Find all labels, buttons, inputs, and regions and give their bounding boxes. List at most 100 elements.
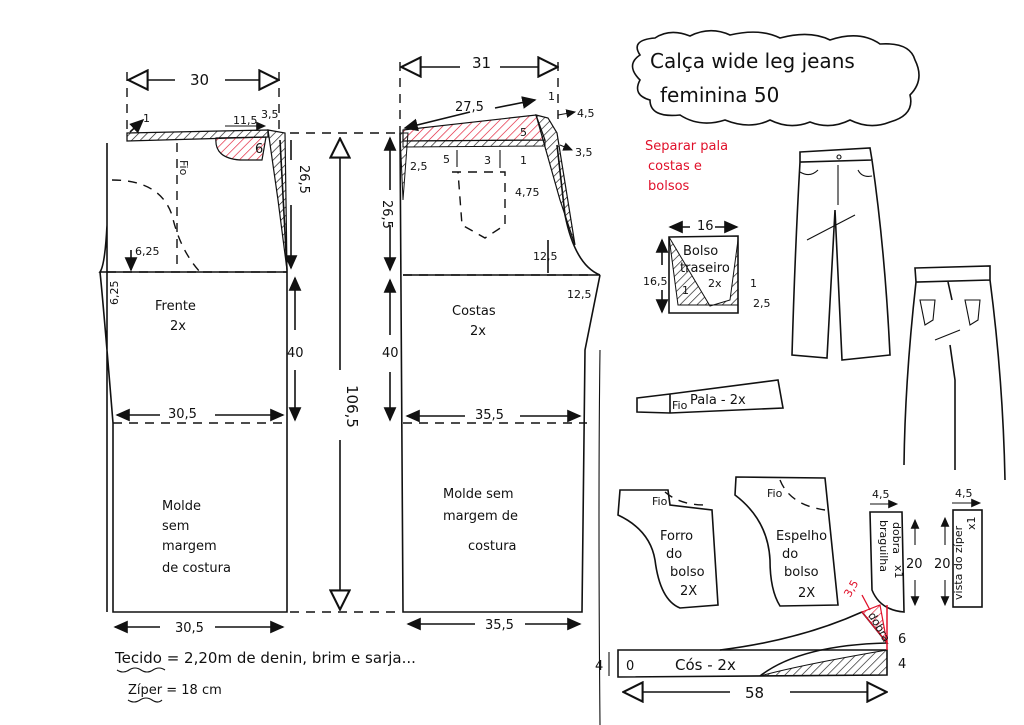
front-rise: 26,5 — [296, 165, 311, 194]
back-note-line: Molde sem — [443, 487, 514, 502]
back-pocket-piece: 16 Bolso traseiro 2x 16,5 1 1 2,5 — [643, 219, 771, 314]
back-m1b: 1 — [520, 154, 527, 167]
waistband-length: 58 — [745, 684, 764, 702]
pocket-lining-name: Forro — [660, 529, 693, 544]
back-pocket-height: 16,5 — [643, 275, 668, 288]
front-crotch-ext: 6,25 — [108, 281, 121, 306]
back-knee-width: 35,5 — [475, 408, 504, 423]
total-length: 106,5 — [343, 385, 361, 428]
back-qty: 2x — [470, 324, 486, 339]
front-name: Frente — [155, 299, 196, 314]
zip-guard-qty: x1 — [965, 516, 978, 530]
back-m4-5: 4,5 — [577, 107, 595, 120]
title-line1: Calça wide leg jeans — [650, 49, 855, 73]
back-rise: 26,5 — [379, 200, 394, 229]
front-note-line: Molde — [162, 499, 201, 514]
back-top-width: 31 — [472, 54, 491, 72]
pocket-facing-name: Espelho — [776, 529, 827, 544]
front-m3-5: 3,5 — [261, 108, 279, 121]
back-m2-5: 2,5 — [410, 160, 428, 173]
title-cloud: Calça wide leg jeans feminina 50 — [631, 29, 920, 127]
back-m1: 1 — [548, 90, 555, 103]
zip-guard-width: 4,5 — [955, 487, 973, 500]
back-crotch-ext: 12,5 — [567, 288, 592, 301]
pocket-lining-piece: Fio Forro do bolso 2X — [617, 489, 719, 609]
yoke-name: Pala - 2x — [690, 393, 746, 408]
front-hem-width: 30,5 — [175, 621, 204, 636]
back-m4-75: 4,75 — [515, 186, 540, 199]
back-m5: 5 — [520, 126, 527, 139]
zip-guard-length: 20 — [934, 557, 951, 572]
back-pocket-m1: 1 — [682, 284, 689, 297]
back-note-line: costura — [468, 539, 517, 554]
pocket-lining-name: do — [666, 547, 682, 562]
waistband-fold: dobra — [865, 610, 892, 644]
red-note-line: bolsos — [648, 179, 690, 194]
front-knee-length: 40 — [287, 346, 304, 361]
fly-fold: dobra — [890, 522, 903, 554]
back-waist: 27,5 — [455, 100, 484, 115]
front-m1: 1 — [143, 112, 150, 125]
back-crotch-depth: 12,5 — [533, 250, 558, 263]
pocket-facing-piece: Fio Espelho do bolso 2X — [734, 476, 839, 607]
fabric-note: Tecido = 2,20m de denin, brim e sarja... — [114, 649, 416, 667]
waistband-height: 4 — [898, 657, 906, 672]
pocket-facing-name: bolso — [784, 565, 819, 580]
pocket-lining-qty: 2X — [680, 584, 697, 599]
red-note-line: costas e — [648, 159, 702, 174]
fly-width: 4,5 — [872, 488, 890, 501]
back-name: Costas — [452, 304, 496, 319]
front-piece: 30 6 1 11,5 3,5 Fio 6,25 6,25 26,5 40 Fr… — [98, 71, 311, 636]
jeans-front-sketch — [791, 147, 891, 361]
back-pocket-qty: 2x — [708, 277, 722, 290]
waistband-piece: 3,5 dobra 6 4 4 0 Cós - 2x 58 — [595, 578, 906, 702]
zip-guard-piece: 4,5 vista do zíper x1 20 — [934, 487, 983, 608]
back-knee-length: 40 — [382, 346, 399, 361]
front-crotch-depth: 6,25 — [135, 245, 160, 258]
back-pocket-hem: 2,5 — [753, 297, 771, 310]
waistband-height-left: 4 — [595, 659, 603, 674]
front-top-width: 30 — [190, 71, 209, 89]
front-knee-width: 30,5 — [168, 407, 197, 422]
yoke-grain: Fio — [672, 399, 688, 412]
back-pocket-width: 16 — [697, 219, 714, 234]
front-qty: 2x — [170, 319, 186, 334]
front-m6: 6 — [255, 142, 263, 157]
front-note-line: de costura — [162, 561, 231, 576]
back-pocket-name: Bolso — [683, 244, 718, 259]
fly-piece: 4,5 braguilha dobra x1 20 — [869, 488, 923, 613]
front-note-line: margem — [162, 539, 217, 554]
center-length: 106,5 — [290, 132, 400, 613]
back-m3-5: 3,5 — [575, 146, 593, 159]
front-grain-label: Fio — [177, 160, 190, 176]
waistband-name: Cós - 2x — [675, 656, 736, 674]
back-note-line: margem de — [443, 509, 518, 524]
pocket-lining-name: bolso — [670, 565, 705, 580]
jeans-back-sketch — [903, 265, 1006, 481]
pocket-lining-grain: Fio — [652, 495, 668, 508]
zip-guard-name: vista do zíper — [952, 525, 965, 600]
red-note-line: Separar pala — [645, 139, 728, 154]
title-line2: feminina 50 — [660, 83, 779, 107]
pocket-facing-name: do — [782, 547, 798, 562]
pocket-facing-qty: 2X — [798, 586, 815, 601]
back-piece: 31 27,5 1 4,5 5 3,5 2,5 5 3 1 4,75 26,5 … — [379, 54, 601, 633]
waistband-red-mark: 3,5 — [841, 578, 861, 600]
back-hem-width: 35,5 — [485, 618, 514, 633]
fly-name: braguilha — [877, 520, 890, 572]
yoke-piece: Fio Pala - 2x — [636, 379, 784, 414]
front-m11-5: 11,5 — [233, 114, 258, 127]
front-waist-hatch — [126, 129, 269, 142]
back-pocket-m1: 1 — [750, 277, 757, 290]
front-note-line: sem — [162, 519, 189, 534]
waistband-zero: 0 — [626, 659, 634, 674]
back-pocket-5: 5 — [443, 153, 450, 166]
front-pocket-cut — [215, 136, 267, 161]
fly-length: 20 — [906, 557, 923, 572]
zipper-note: Zíper = 18 cm — [128, 683, 222, 698]
back-pocket-name: traseiro — [680, 261, 730, 276]
back-pocket-3: 3 — [484, 154, 491, 167]
pocket-facing-grain: Fio — [767, 487, 783, 500]
waistband-m6: 6 — [898, 632, 906, 647]
